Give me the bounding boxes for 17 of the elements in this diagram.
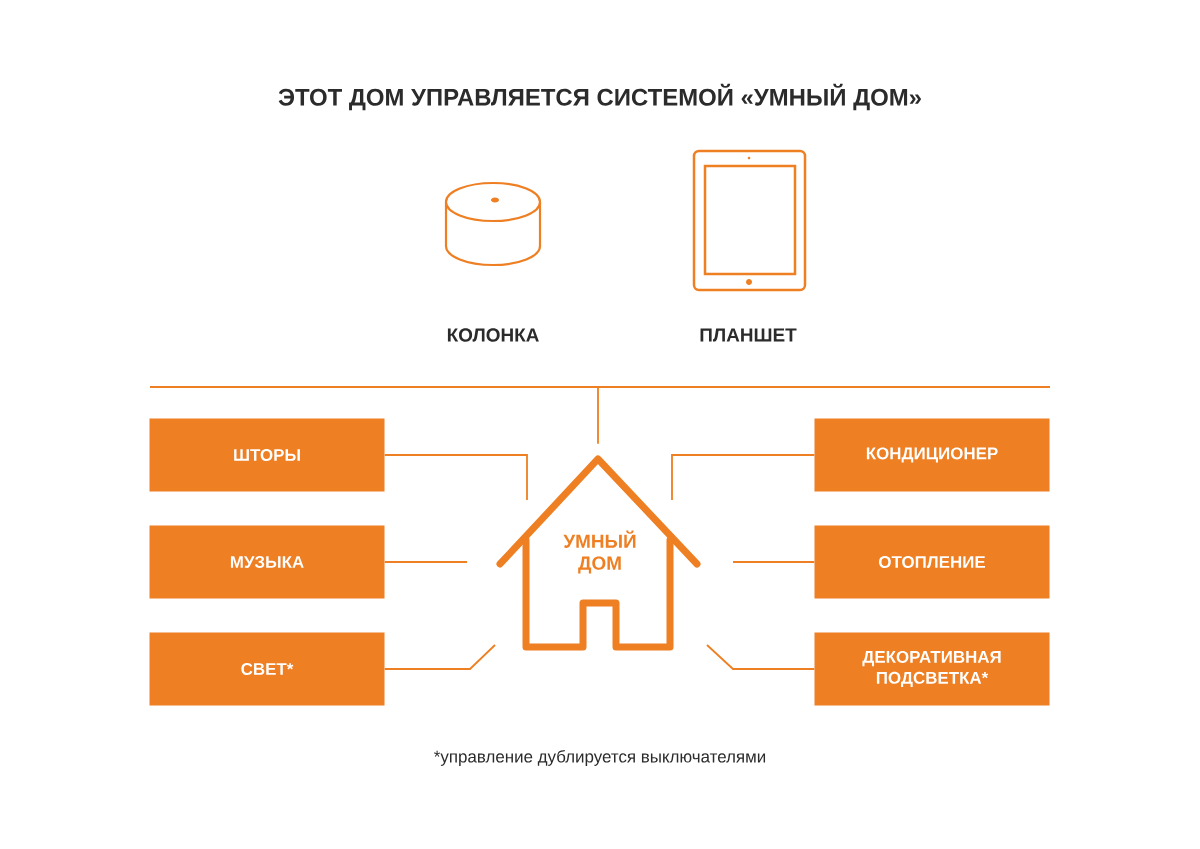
connector-line xyxy=(383,454,528,501)
device-box: МУЗЫКА xyxy=(149,525,385,599)
connector-line xyxy=(383,644,496,670)
device-label: ПЛАНШЕТ xyxy=(700,328,797,342)
device-box: ДЕКОРАТИВНАЯ ПОДСВЕТКА* xyxy=(814,632,1050,706)
connector-line xyxy=(383,561,468,563)
footnote: *управление дублируется выключателями xyxy=(434,750,766,766)
connector-line xyxy=(706,644,816,670)
device-box: ОТОПЛЕНИЕ xyxy=(814,525,1050,599)
device-label: КОЛОНКА xyxy=(447,328,539,342)
connector-line xyxy=(732,561,816,563)
device-box: КОНДИЦИОНЕР xyxy=(814,418,1050,492)
connector-line xyxy=(671,454,816,501)
device-box: СВЕТ* xyxy=(149,632,385,706)
connector-line xyxy=(597,386,599,445)
device-box: ШТОРЫ xyxy=(149,418,385,492)
title: ЭТОТ ДОМ УПРАВЛЯЕТСЯ СИСТЕМОЙ «УМНЫЙ ДОМ» xyxy=(278,83,921,111)
